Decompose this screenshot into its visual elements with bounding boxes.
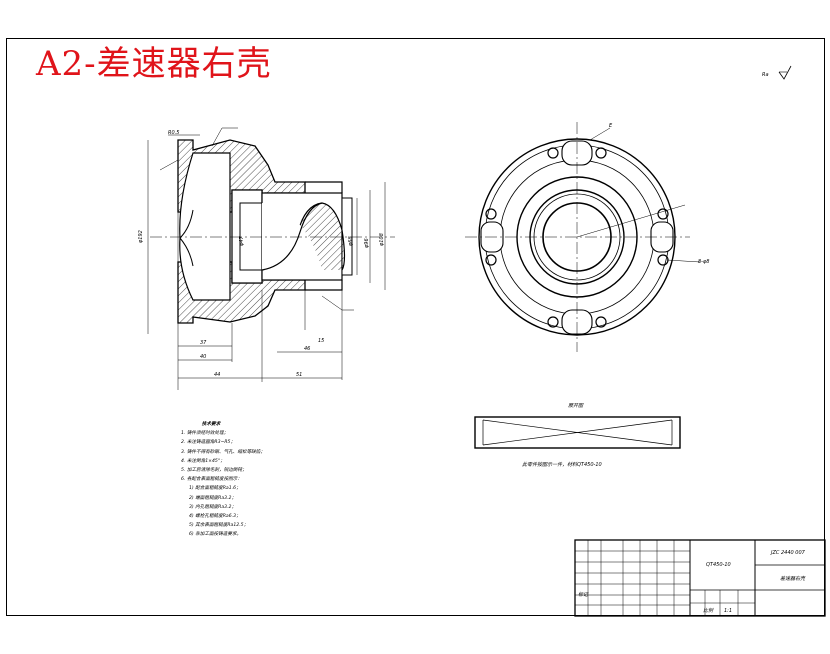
svg-text:此零件按图示一件，材料QT450-10: 此零件按图示一件，材料QT450-10	[522, 461, 602, 468]
note-subitem: 2) 端面粗糙度Ra3.2；	[189, 495, 237, 501]
technical-notes: 技术要求 1. 铸件须经时效处理； 2. 未注铸造圆角R3~R5； 3. 铸件不…	[181, 420, 331, 540]
svg-text:Ra: Ra	[762, 72, 769, 78]
note-subitem: 3) 内孔粗糙度Ra3.2；	[189, 504, 237, 510]
svg-text:φ47: φ47	[239, 236, 245, 246]
svg-text:差速器右壳: 差速器右壳	[780, 575, 806, 582]
drawing-frame	[6, 38, 825, 616]
top-view: E 8-φ8	[465, 122, 709, 352]
svg-text:比例: 比例	[703, 607, 714, 614]
svg-text:1:1: 1:1	[724, 608, 732, 614]
note-item: 6. 各配合表面粗糙度按图示：	[181, 477, 242, 483]
section-view: R0.5 φ192 φ47 φ68 φ96 φ108 37 40 44 51 1…	[138, 127, 395, 390]
svg-text:40: 40	[200, 354, 206, 360]
svg-text:44: 44	[214, 372, 220, 378]
svg-text:φ108: φ108	[379, 233, 385, 246]
note-subitem: 5) 其余表面粗糙度Ra12.5；	[189, 523, 249, 529]
note-item: 1. 铸件须经时效处理；	[181, 431, 229, 437]
note-item: 3. 铸件不得有砂眼、气孔、缩松等缺陷；	[181, 449, 265, 455]
svg-text:QT450-10: QT450-10	[706, 562, 731, 568]
svg-text:JZC 2440 007: JZC 2440 007	[770, 550, 806, 556]
note-item: 2. 未注铸造圆角R3~R5；	[181, 440, 236, 446]
svg-text:51: 51	[296, 372, 302, 378]
note-subitem: 4) 螺栓孔粗糙度Ra6.3；	[189, 514, 241, 520]
note-subitem: 6) 非加工面按铸造要求。	[189, 532, 242, 538]
notes-heading: 技术要求	[201, 422, 221, 427]
note-subitem: 1) 配合面粗糙度Ra1.6；	[189, 486, 241, 492]
svg-text:37: 37	[200, 340, 207, 346]
svg-text:R0.5: R0.5	[168, 130, 179, 136]
svg-text:15: 15	[318, 338, 324, 344]
note-item: 5. 加工后清除毛刺，锐边倒钝；	[181, 468, 247, 474]
svg-text:φ68: φ68	[348, 236, 354, 246]
developed-view: 展开图 此零件按图示一件，材料QT450-10	[474, 403, 681, 468]
svg-text:46: 46	[304, 346, 310, 352]
svg-text:8-φ8: 8-φ8	[698, 259, 709, 265]
title-block: QT450-10 JZC 2440 007 差速器右壳 标记 比例 1:1	[574, 539, 826, 617]
svg-text:标记: 标记	[578, 591, 589, 598]
svg-text:φ96: φ96	[364, 238, 370, 248]
roughness-symbol: Ra	[762, 65, 792, 80]
note-item: 4. 未注倒角1×45°；	[181, 458, 225, 464]
svg-text:φ192: φ192	[138, 230, 144, 243]
svg-text:展开图: 展开图	[568, 403, 584, 409]
drawing-title: A2-差速器右壳	[36, 44, 272, 84]
svg-text:E: E	[609, 123, 613, 129]
